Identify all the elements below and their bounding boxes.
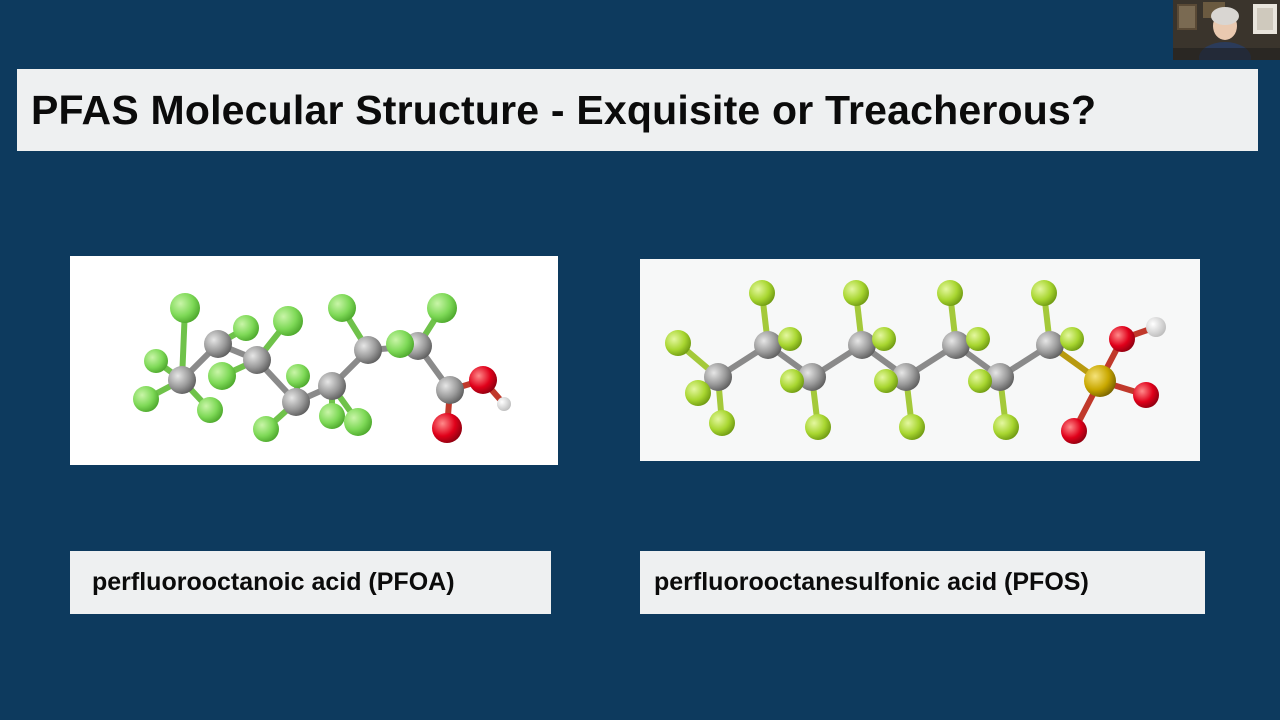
pfoa-atom-C [282,388,310,416]
pfos-atom-F [937,280,963,306]
pfos-atom-C [892,363,920,391]
pfos-atom-F [1060,327,1084,351]
pfoa-atom-F [197,397,223,423]
slide-title-bar: PFAS Molecular Structure - Exquisite or … [17,69,1258,151]
pfos-atom-C [754,331,782,359]
pfos-atom-F [968,369,992,393]
pfoa-atom-C [318,372,346,400]
pfoa-atom-F [144,349,168,373]
presenter-video-icon [1173,0,1280,60]
pfos-atom-F [874,369,898,393]
pfoa-atom-F [133,386,159,412]
pfoa-atom-F [170,293,200,323]
pfos-atom-O [1133,382,1159,408]
pfoa-atom-F [319,403,345,429]
slide-title: PFAS Molecular Structure - Exquisite or … [31,86,1097,133]
pfos-caption: perfluorooctanesulfonic acid (PFOS) [654,568,1089,596]
pfos-atom-F [665,330,691,356]
pfoa-atom-C [436,376,464,404]
pfoa-atom-C [354,336,382,364]
pfoa-atom-F [253,416,279,442]
pfos-atom-F [993,414,1019,440]
presenter-webcam-thumbnail[interactable] [1173,0,1280,60]
pfoa-atom-C [204,330,232,358]
pfos-atom-H [1146,317,1166,337]
pfos-atom-C [986,363,1014,391]
pfos-atom-C [848,331,876,359]
pfoa-atom-O [432,413,462,443]
pfoa-atom-H [497,397,511,411]
pfoa-atom-F [344,408,372,436]
pfos-atom-F [843,280,869,306]
pfos-atom-C [704,363,732,391]
pfoa-caption-box: perfluorooctanoic acid (PFOA) [70,551,551,614]
pfos-atom-O [1061,418,1087,444]
pfoa-atom-O [469,366,497,394]
pfoa-atom-F [328,294,356,322]
pfos-molecule-icon [665,280,1166,444]
pfoa-atom-F [233,315,259,341]
pfoa-atom-C [168,366,196,394]
pfoa-atom-F [427,293,457,323]
pfos-molecule-image [640,259,1200,461]
pfoa-atom-F [286,364,310,388]
pfos-atom-C [798,363,826,391]
pfoa-molecule-icon [133,293,511,443]
pfos-atom-S [1084,365,1116,397]
pfoa-atom-F [386,330,414,358]
pfoa-molecule-image [70,256,558,465]
pfoa-atom-C [243,346,271,374]
pfos-atom-F [899,414,925,440]
pfos-atom-F [966,327,990,351]
pfos-atom-F [780,369,804,393]
pfos-atom-F [805,414,831,440]
pfos-atom-F [685,380,711,406]
pfos-atom-C [1036,331,1064,359]
pfos-atom-F [872,327,896,351]
pfos-atom-O [1109,326,1135,352]
pfoa-caption: perfluorooctanoic acid (PFOA) [92,568,455,596]
pfos-caption-box: perfluorooctanesulfonic acid (PFOS) [640,551,1205,614]
pfos-atom-F [778,327,802,351]
pfos-atom-F [749,280,775,306]
pfos-atom-C [942,331,970,359]
pfoa-atom-F [208,362,236,390]
pfoa-atom-F [273,306,303,336]
pfos-atom-F [709,410,735,436]
pfos-atom-F [1031,280,1057,306]
